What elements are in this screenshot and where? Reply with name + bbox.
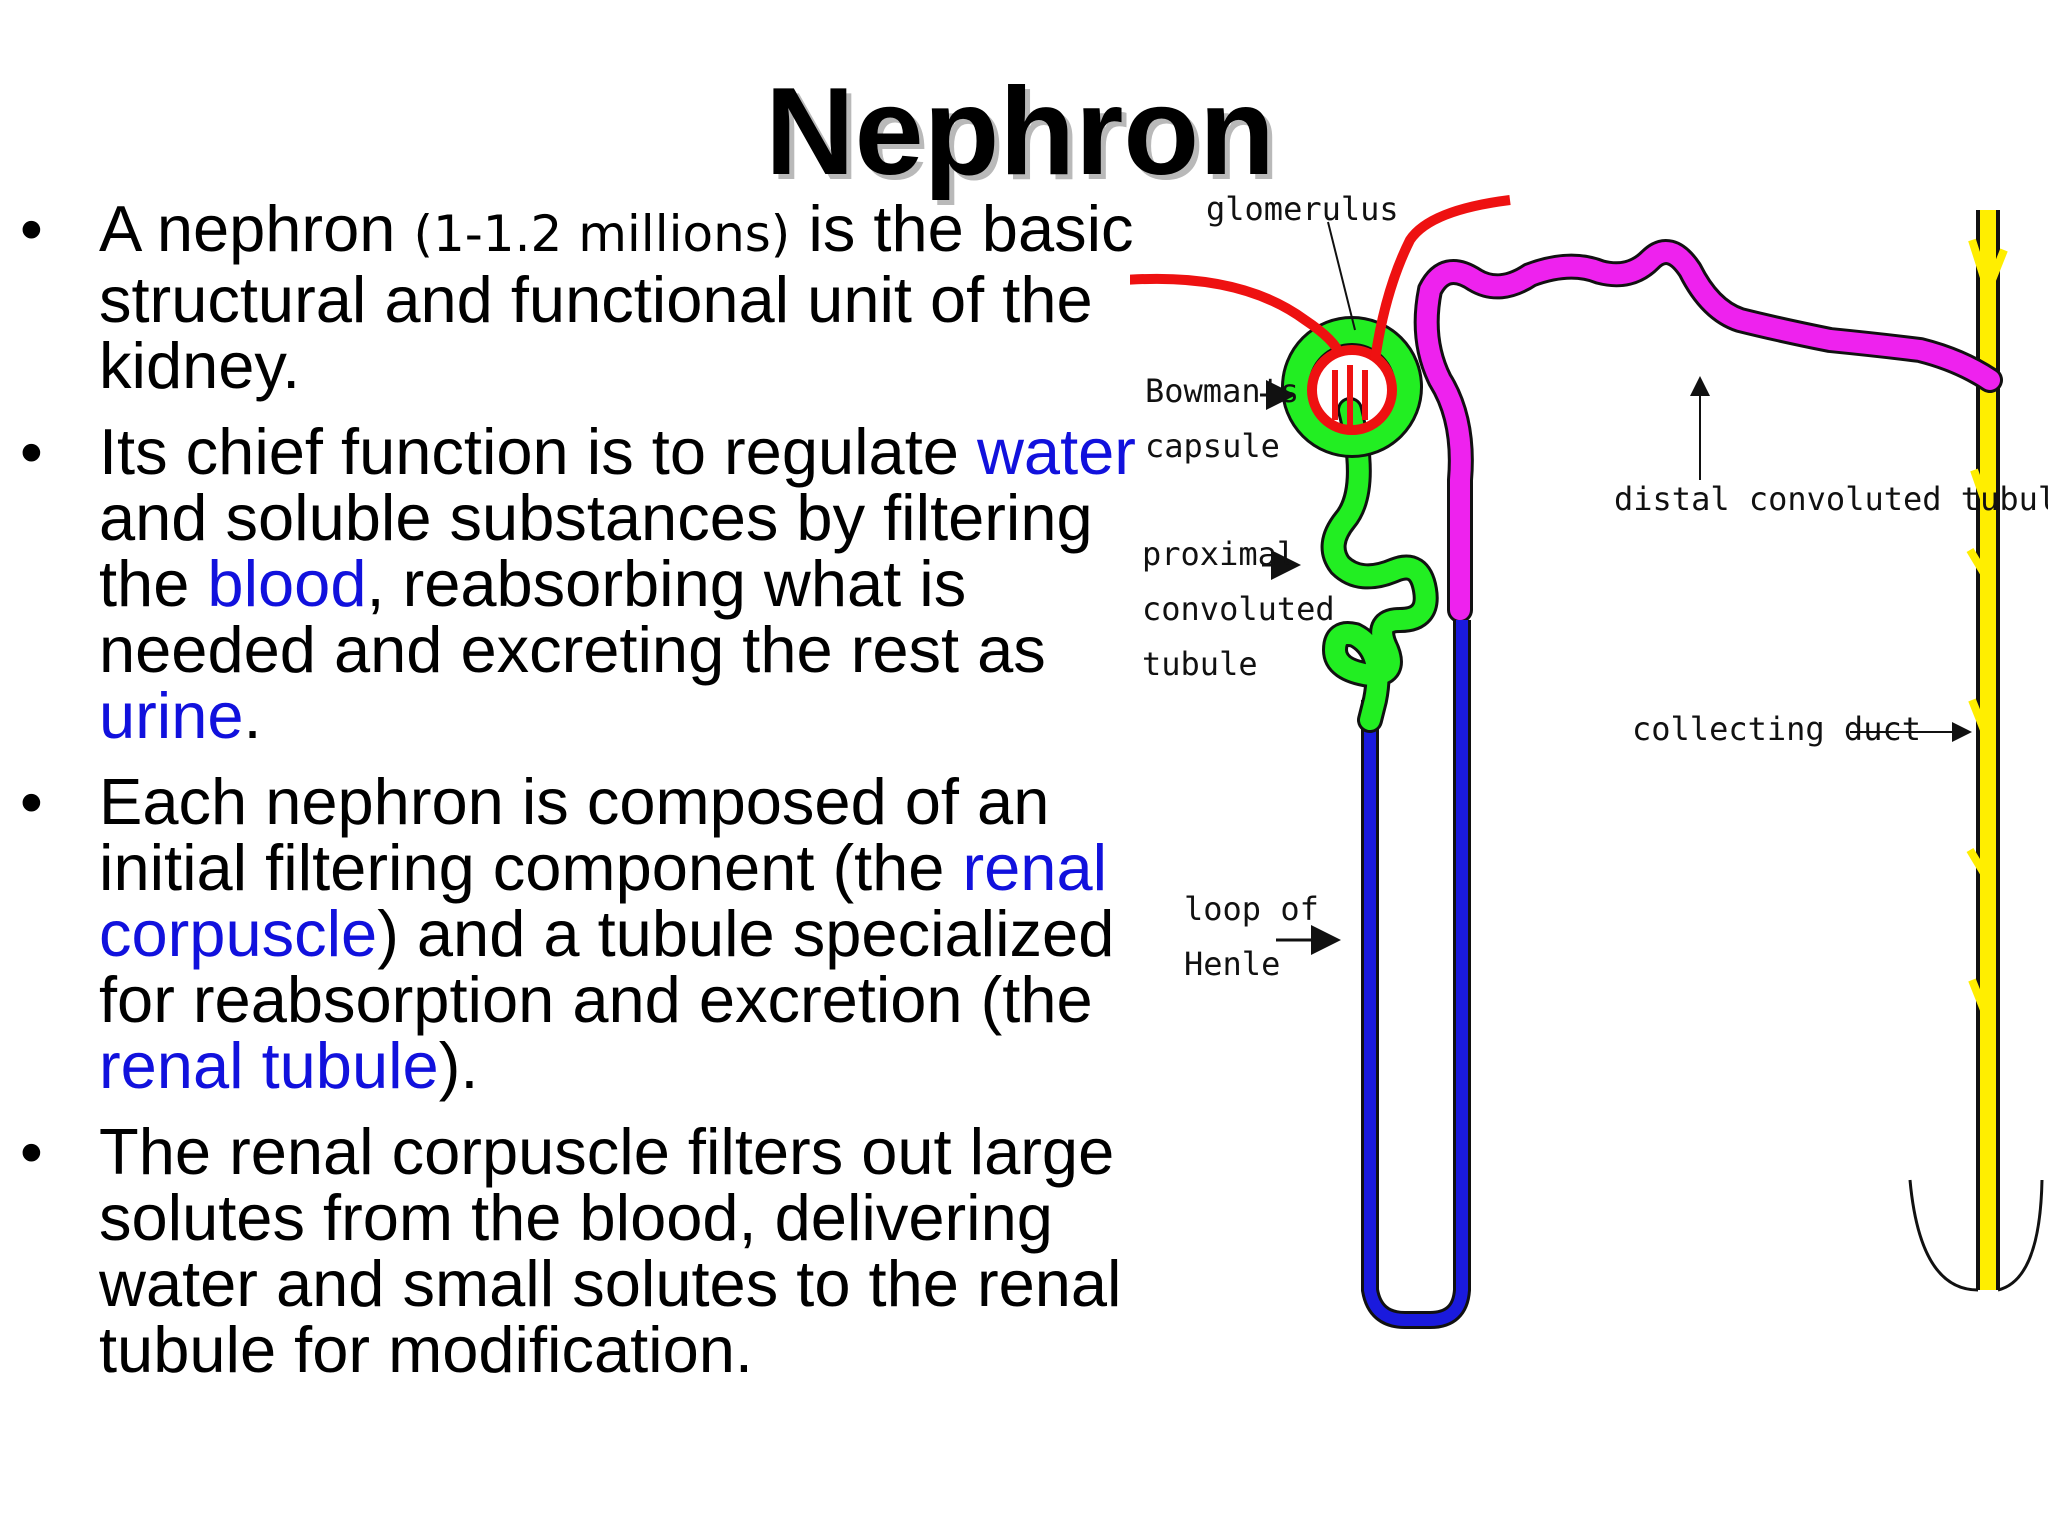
slide-title: Nephron: [765, 63, 1275, 201]
label-tubule: tubule: [1142, 645, 1258, 683]
bullet-text: Its chief function is to regulate: [99, 415, 977, 488]
label-convoluted: convoluted: [1142, 590, 1335, 628]
bullet-item: • The renal corpuscle filters out large …: [20, 1119, 1160, 1383]
bullet-symbol: •: [20, 192, 43, 265]
label-henle: Henle: [1184, 945, 1280, 983]
bullet-text: The renal corpuscle filters out large so…: [99, 1115, 1122, 1386]
bullet-text: ).: [438, 1029, 479, 1102]
glomerulus: [1130, 195, 1511, 435]
bullet-text: , reabsorbing what is needed and excreti…: [99, 547, 1046, 686]
bullet-text: A nephron: [99, 192, 414, 265]
distal-convoluted-tubule: [1413, 239, 2003, 623]
bullet-text: and soluble substances by filtering the: [99, 481, 1093, 620]
bullet-symbol: •: [20, 765, 43, 838]
nephron-diagram: glomerulus Bowman's capsule proximal con…: [1130, 190, 2048, 1329]
loop-of-henle: [1361, 620, 1471, 1329]
label-proximal: proximal: [1142, 535, 1296, 573]
link-renal-tubule[interactable]: renal tubule: [99, 1029, 439, 1102]
link-urine[interactable]: urine: [99, 679, 244, 752]
label-bowmans: Bowman's: [1145, 372, 1299, 410]
bullet-list: • A nephron (1-1.2 millions) is the basi…: [20, 196, 1160, 1403]
bullet-text: .: [243, 679, 262, 752]
bullet-item: • A nephron (1-1.2 millions) is the basi…: [20, 196, 1160, 399]
bullet-symbol: •: [20, 415, 43, 488]
bullet-text: ) and a tubule specialized for reabsorpt…: [99, 897, 1115, 1036]
pointer-lines: [1260, 221, 1972, 955]
label-collecting-duct: collecting duct: [1632, 710, 1921, 748]
bullet-item: • Each nephron is composed of an initial…: [20, 769, 1160, 1099]
bullet-text: is the basic structural and functional u…: [99, 192, 1134, 402]
label-distal-convoluted-tubule: distal convoluted tubule: [1614, 480, 2048, 518]
bowmans-capsule: [1281, 316, 1423, 458]
label-loop-of: loop of: [1184, 890, 1319, 928]
link-renal-corpuscle[interactable]: renal corpuscle: [99, 831, 1108, 970]
bullet-text: Each nephron is composed of an initial f…: [99, 765, 1050, 904]
label-capsule: capsule: [1145, 427, 1280, 465]
link-water[interactable]: water: [976, 415, 1136, 488]
proximal-convoluted-tubule: [1320, 397, 1439, 733]
link-blood[interactable]: blood: [207, 547, 367, 620]
bullet-symbol: •: [20, 1115, 43, 1188]
nephron-count: (1-1.2 millions): [413, 205, 791, 263]
bullet-item: • Its chief function is to regulate wate…: [20, 419, 1160, 749]
label-glomerulus: glomerulus: [1206, 190, 1399, 228]
